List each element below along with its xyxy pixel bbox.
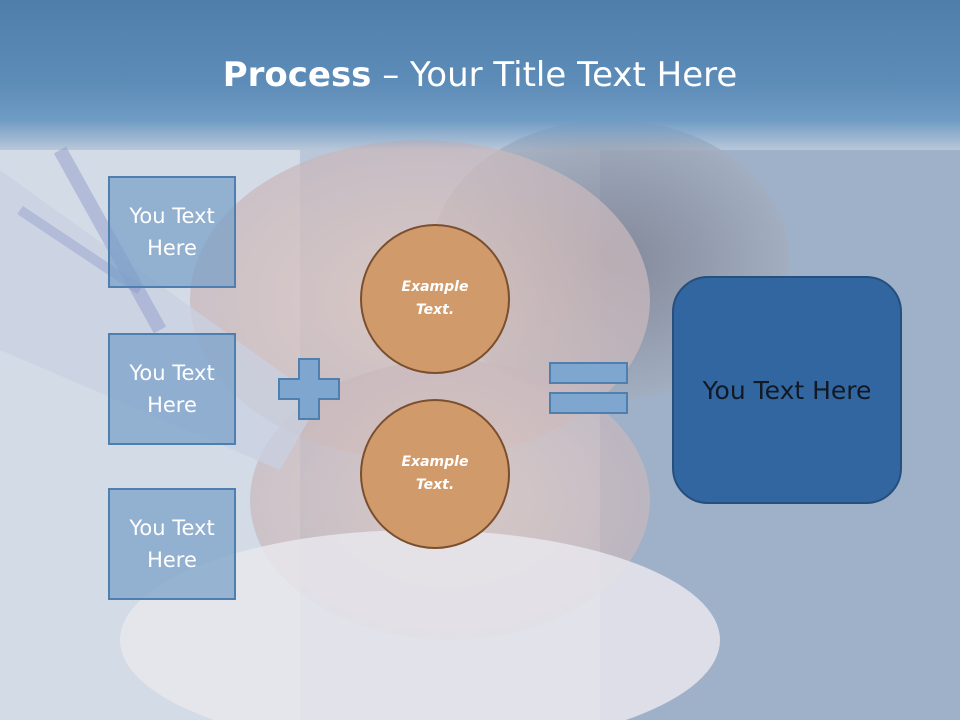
- text-box-1[interactable]: You Text Here: [108, 176, 236, 288]
- text-box-3-label: You Text Here: [129, 516, 215, 572]
- text-box-1-label: You Text Here: [129, 204, 215, 260]
- title-rest: – Your Title Text Here: [371, 55, 738, 95]
- example-circle-1[interactable]: Example Text.: [360, 224, 510, 374]
- result-box[interactable]: You Text Here: [672, 276, 902, 504]
- text-box-2-label: You Text Here: [129, 361, 215, 417]
- title-banner: [0, 0, 960, 150]
- text-box-2[interactable]: You Text Here: [108, 333, 236, 445]
- example-circle-1-label: Example Text.: [401, 279, 469, 318]
- result-box-label: You Text Here: [702, 375, 872, 405]
- equals-icon: [549, 362, 628, 414]
- example-circle-2-label: Example Text.: [401, 454, 469, 493]
- slide-title: Process – Your Title Text Here: [0, 50, 960, 100]
- text-box-3[interactable]: You Text Here: [108, 488, 236, 600]
- plus-icon: [278, 358, 340, 420]
- example-circle-2[interactable]: Example Text.: [360, 399, 510, 549]
- title-bold: Process: [222, 55, 372, 95]
